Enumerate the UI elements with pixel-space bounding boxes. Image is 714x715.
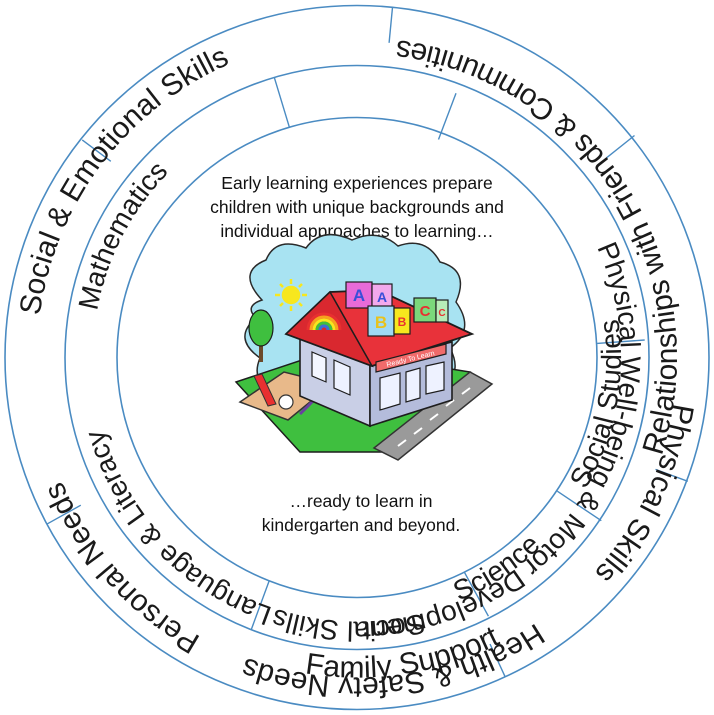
inner-ring-edge [116,116,598,599]
tree-icon [248,309,274,362]
center-line: kindergarten and beyond. [262,515,460,535]
alphabet-blocks: A A B B C C [345,281,449,337]
window [379,372,401,411]
ring-outlines [4,4,710,711]
window [311,351,327,383]
block-b-side: B [393,307,411,335]
window [425,361,445,395]
door [405,367,421,403]
inner-divider [597,339,645,345]
svg-text:B: B [375,313,387,332]
block-c-side: C [435,299,449,323]
center-caption-top: Early learning experiences prepare child… [210,173,504,241]
inner-divider [250,580,270,630]
svg-text:A: A [353,286,365,305]
ball-icon [278,394,294,410]
center-caption-bottom: …ready to learn in kindergarten and beyo… [262,491,460,535]
block-a-side: A [371,283,393,309]
block-c: C [413,297,437,323]
svg-text:C: C [420,303,431,320]
block-a: A [345,281,373,309]
inner-divider [463,572,490,617]
inner-divider [437,92,457,140]
rainbow-icon [306,312,342,331]
svg-text:B: B [398,315,407,329]
block-b: B [367,305,395,337]
sun-icon [275,279,307,311]
segment-dividers [47,7,689,678]
center-line: …ready to learn in [290,491,433,511]
middle-ring-edge [64,64,650,651]
outer-divider [606,134,635,159]
inner-divider [556,490,602,522]
svg-text:C: C [438,308,445,319]
road-markings [397,387,471,447]
slide [253,373,277,407]
inner-divider [273,77,291,128]
outer-divider [81,139,112,162]
center-line: Early learning experiences prepare [221,173,492,193]
center-line: children with unique backgrounds and [210,197,504,217]
window [333,359,351,396]
outer-divider [489,643,506,678]
inner-label-language-literacy: Language & Literacy [79,427,275,631]
outer-divider [388,7,394,43]
outer-divider [47,504,82,525]
svg-text:A: A [377,289,387,305]
school-house-illustration: Ready To Learn A A B B C [234,233,494,461]
outer-ring-edge [4,4,710,711]
outer-divider [655,468,689,482]
center-line: individual approaches to learning… [220,221,493,241]
outer-label-social-emotional: Social & Emotional Skills [14,40,233,317]
